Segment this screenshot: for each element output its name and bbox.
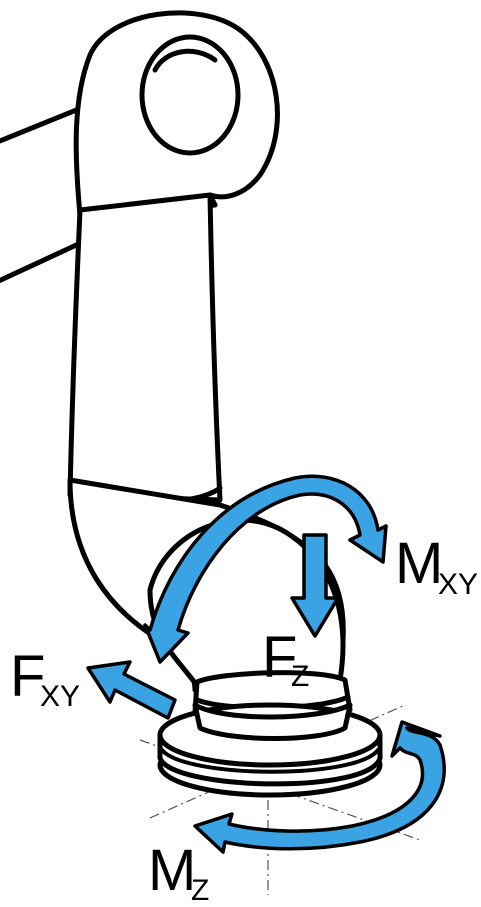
label-fz-main: F bbox=[262, 625, 297, 690]
label-mxy: M XY bbox=[395, 531, 478, 601]
label-fxy-sub: XY bbox=[40, 680, 80, 713]
load-arrows bbox=[86, 474, 446, 854]
elbow-cap bbox=[139, 34, 241, 156]
label-fz: F Z bbox=[262, 625, 309, 693]
label-mxy-main: M bbox=[395, 531, 443, 596]
fxy-arrow bbox=[86, 660, 177, 720]
label-mxy-sub: XY bbox=[438, 568, 478, 601]
fz-arrow bbox=[290, 533, 340, 638]
label-fz-sub: Z bbox=[291, 660, 309, 693]
label-mz-main: M bbox=[148, 838, 196, 903]
label-mz: M Z bbox=[148, 838, 209, 907]
base-flange-band bbox=[160, 748, 380, 774]
label-fxy: F XY bbox=[10, 644, 80, 713]
robot-arm bbox=[0, 10, 383, 798]
forearm-tube bbox=[67, 192, 223, 503]
label-mz-sub: Z bbox=[191, 874, 209, 907]
mz-arc-arrow bbox=[193, 720, 446, 854]
wrist-neck bbox=[192, 702, 353, 741]
mxy-arc-arrow bbox=[143, 474, 388, 664]
elbow-cap-inner bbox=[152, 48, 218, 73]
label-fxy-main: F bbox=[10, 644, 45, 709]
